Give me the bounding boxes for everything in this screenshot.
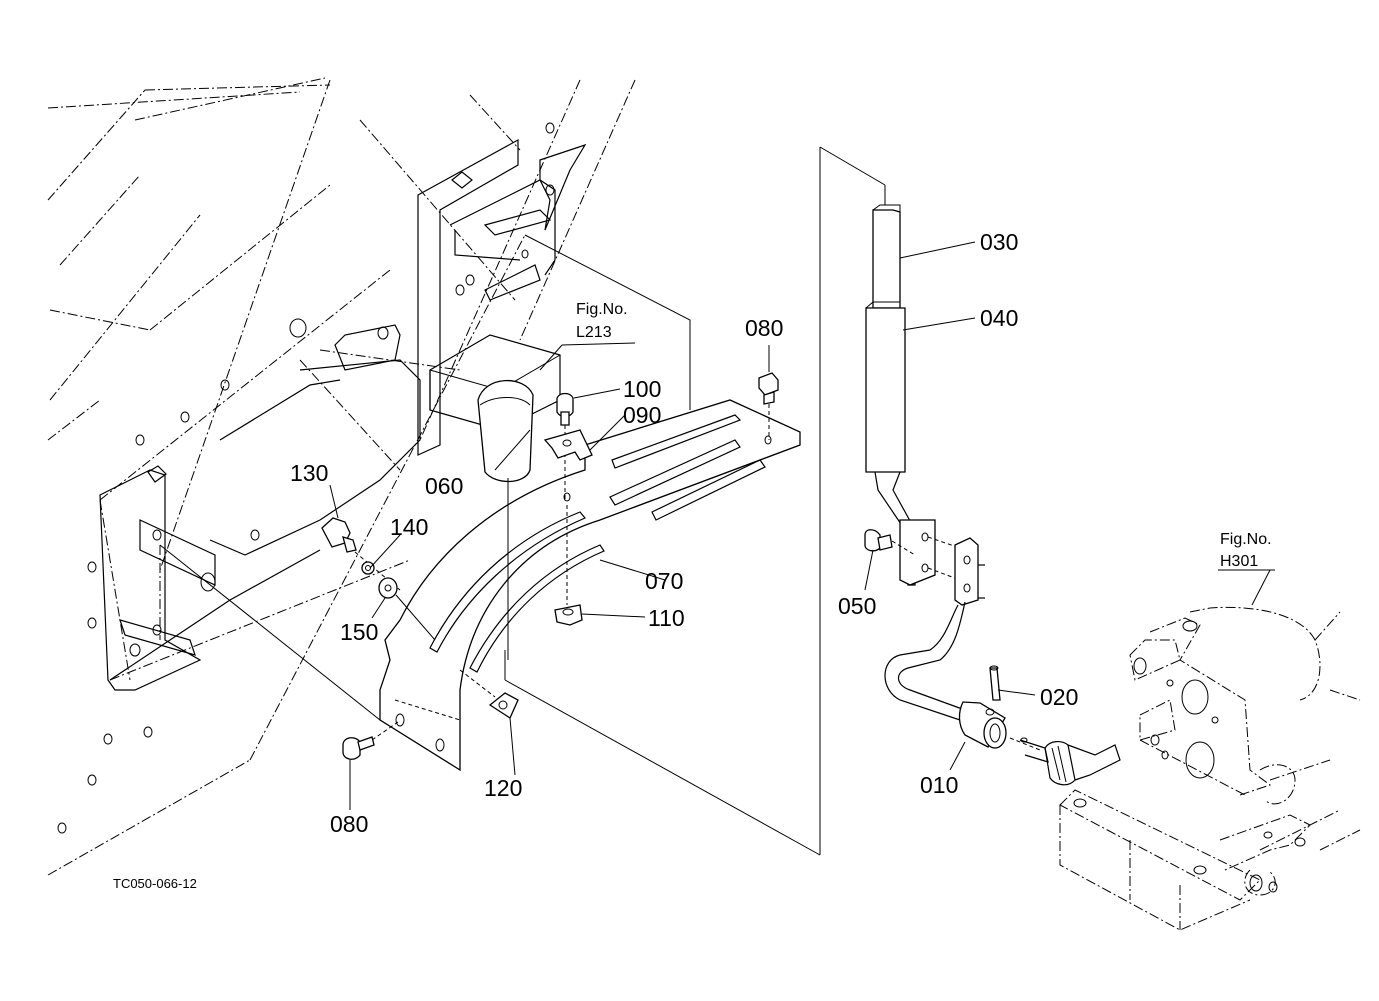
label-130: 130: [290, 460, 328, 486]
part-030-lever-grip-upper: [872, 185, 901, 309]
label-070: 070: [645, 568, 683, 594]
hydraulic-valve-body: [1059, 606, 1361, 931]
part-060-knob: [477, 379, 534, 660]
part-110-nut: [554, 505, 583, 626]
part-040-lever-grip-lower: [865, 301, 906, 473]
label-090: 090: [623, 402, 661, 428]
label-080-lower: 080: [330, 811, 368, 837]
label-120: 120: [484, 775, 522, 801]
part-070-guide-plate: [379, 399, 801, 772]
part-150-washer: [159, 544, 436, 721]
valve-shaft: [1009, 737, 1121, 786]
label-150: 150: [340, 619, 378, 645]
panel-bracket-upper: [417, 138, 587, 456]
part-050-bolt: [864, 529, 916, 556]
label-110: 110: [648, 605, 685, 631]
panel-holes: [57, 122, 555, 834]
part-020-spring-pin: [989, 665, 1001, 701]
lever-rod: [874, 471, 985, 721]
part-140-spring-washer: [361, 561, 375, 575]
label-080-upper: 080: [745, 315, 783, 341]
fig-ref-h301-number: H301: [1220, 553, 1258, 570]
part-010-lever-shaft: [958, 701, 1007, 749]
part-080-bolt-upper: [758, 372, 779, 440]
label-030: 030: [980, 229, 1018, 255]
panel-recess: [109, 324, 421, 681]
label-140: 140: [390, 514, 428, 540]
label-100: 100: [623, 376, 661, 402]
label-060: 060: [425, 473, 463, 499]
part-080-bolt-lower: [342, 721, 399, 760]
leader-lines: [329, 241, 1275, 810]
part-090-stopper: [543, 429, 593, 461]
fig-ref-l213-title: Fig.No.: [576, 301, 628, 318]
fig-ref-h301-title: Fig.No.: [1220, 531, 1272, 548]
label-010: 010: [920, 772, 958, 798]
exploded-boundary: [504, 146, 886, 856]
label-050: 050: [838, 593, 876, 619]
label-020: 020: [1040, 684, 1078, 710]
drawing-code: TC050-066-12: [113, 876, 197, 891]
panel-bracket-lower: [99, 465, 216, 691]
label-040: 040: [980, 305, 1018, 331]
part-120-clip-nut: [459, 669, 519, 719]
part-100-bolt: [556, 392, 574, 500]
fig-ref-l213-number: L213: [576, 324, 612, 341]
